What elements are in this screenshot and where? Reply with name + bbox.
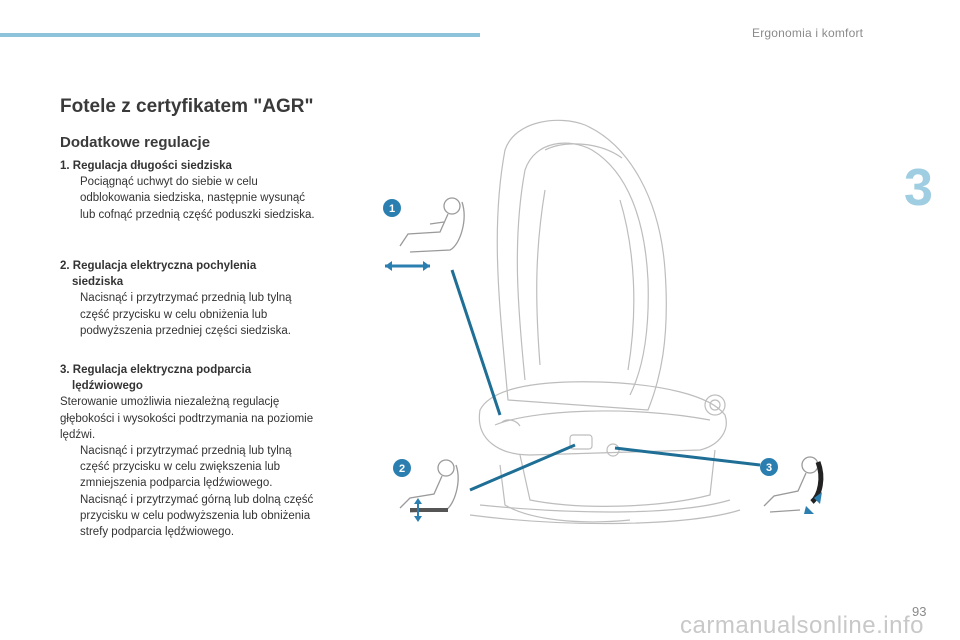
section-seat-length: 1. Regulacja długości siedziska Pociągną… [60, 158, 322, 223]
header-accent-bar [0, 33, 480, 37]
seat-tilt-icon: 2 [393, 459, 459, 522]
list-item: Pociągnąć uchwyt do siebie w celu odblok… [60, 174, 322, 223]
bullet-text: Nacisnąć i przytrzymać przednią lub tyln… [80, 292, 292, 337]
page-number: 93 [912, 604, 927, 619]
leader-line-3 [614, 446, 761, 467]
section-heading-line1: 3. Regulacja elektryczna podparcia [60, 364, 252, 376]
section-heading: 1. Regulacja długości siedziska [60, 160, 232, 172]
bullet-text: Nacisnąć i przytrzymać górną lub dolną c… [80, 493, 314, 539]
list-item: Nacisnąć i przytrzymać przednią lub tyln… [60, 443, 322, 492]
chapter-number: 3 [904, 159, 933, 217]
section-title: Ergonomia i komfort [752, 26, 864, 40]
section-heading: 3. Regulacja elektryczna podparcia lędźw… [60, 362, 322, 394]
list-item: Nacisnąć i przytrzymać górną lub dolną c… [60, 492, 322, 541]
lumbar-icon: 3 [760, 456, 824, 514]
page-title: Fotele z certyfikatem "AGR" [60, 96, 314, 117]
seat-length-icon: 1 [383, 197, 465, 271]
seat-icon [469, 119, 741, 525]
section-heading-line2: lędźwiowego [72, 380, 143, 393]
watermark: carmanualsonline.info [680, 612, 924, 639]
section-lumbar: 3. Regulacja elektryczna podparcia lędźw… [60, 362, 322, 540]
leader-line-1 [450, 269, 502, 416]
bullet-text: Pociągnąć uchwyt do siebie w celu odblok… [80, 176, 315, 221]
section-intro: Sterowanie umożliwia niezależną regulacj… [60, 396, 314, 441]
callout-3: 3 [766, 462, 772, 474]
section-heading-line1: 2. Regulacja elektryczna pochylenia [60, 260, 257, 272]
bullet-text: Nacisnąć i przytrzymać przednią lub tyln… [80, 445, 292, 490]
section-seat-tilt: 2. Regulacja elektryczna pochylenia sied… [60, 258, 322, 339]
list-item: Nacisnąć i przytrzymać przednią lub tyln… [60, 290, 322, 339]
section-heading: 2. Regulacja elektryczna pochylenia sied… [60, 258, 322, 290]
callout-2: 2 [399, 463, 405, 475]
section-heading-line2: siedziska [72, 276, 124, 289]
seat-illustration: 1 2 3 [383, 119, 824, 525]
leader-line-2 [469, 443, 576, 492]
page-subtitle: Dodatkowe regulacje [60, 134, 211, 151]
callout-1: 1 [389, 203, 395, 215]
